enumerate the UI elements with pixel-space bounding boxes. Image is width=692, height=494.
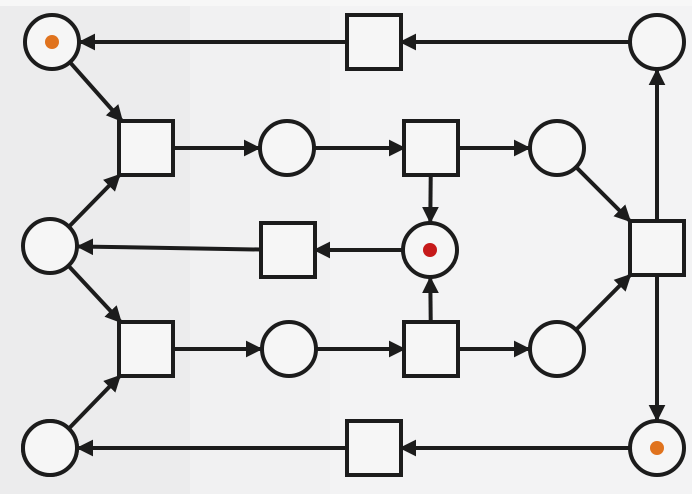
- transition-t7: [628, 219, 686, 277]
- arc-t4-to-p6: [76, 238, 262, 256]
- arc-p6-to-t2: [68, 173, 121, 228]
- place-p10: [21, 419, 79, 477]
- token-p5: [423, 243, 437, 257]
- arc-p8-to-t7: [575, 273, 632, 331]
- background-strip: [0, 0, 692, 6]
- transition-t5: [117, 320, 175, 378]
- transition-t4: [259, 221, 317, 279]
- place-p8: [528, 320, 586, 378]
- place-p7: [260, 320, 318, 378]
- arc-p6-to-t5: [67, 265, 123, 324]
- place-p2: [628, 13, 686, 71]
- token-p1: [45, 35, 59, 49]
- place-p4: [528, 119, 586, 177]
- transition-t2: [117, 119, 175, 177]
- transition-t1: [345, 13, 403, 71]
- transition-t8: [345, 419, 403, 477]
- token-p11: [650, 441, 664, 455]
- arc-p4-to-t7: [575, 166, 632, 223]
- transition-t3: [402, 119, 460, 177]
- transition-t6: [402, 320, 460, 378]
- place-p3: [258, 119, 316, 177]
- arcs: [67, 33, 666, 457]
- place-p6: [21, 217, 79, 275]
- arc-p1-to-t2: [69, 61, 124, 123]
- arc-p10-to-t5: [68, 374, 122, 430]
